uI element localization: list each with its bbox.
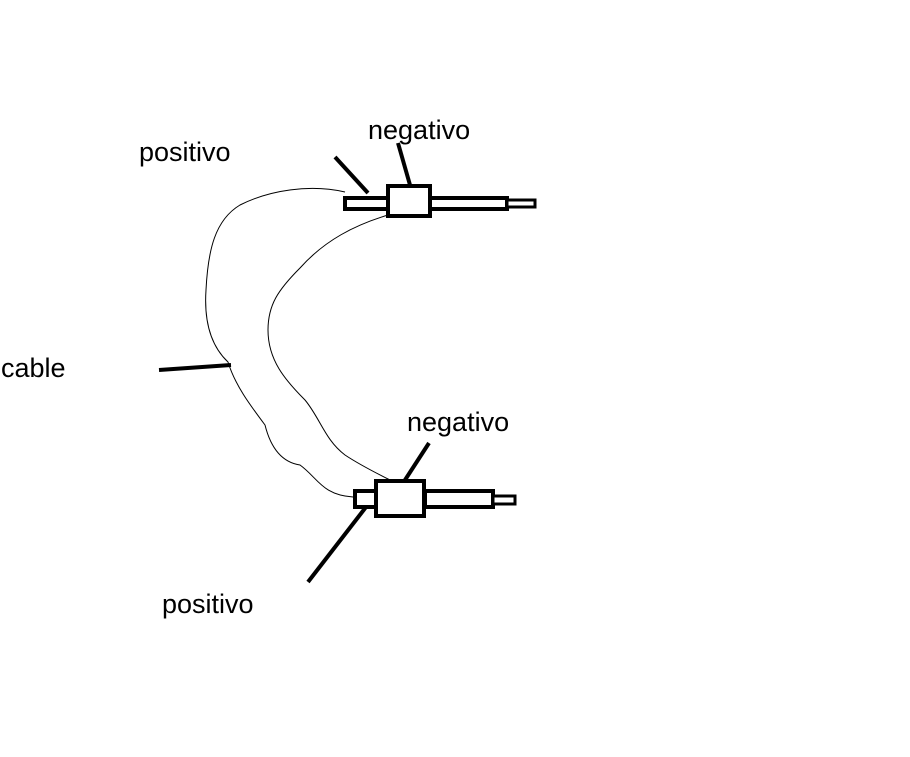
bottom-connector-tip	[491, 494, 517, 506]
top-connector-body	[386, 184, 432, 218]
top-connector-rear-tube	[343, 196, 390, 211]
bottom-negative-pointer	[403, 441, 431, 482]
label-bottom-positive: positivo	[162, 589, 254, 619]
top-positive-pointer	[333, 155, 370, 195]
cable-outer-edge	[205, 187, 354, 498]
top-connector	[343, 184, 537, 218]
bottom-connector-front-tube	[423, 489, 495, 509]
bottom-connector-rear-tube	[353, 489, 379, 509]
bottom-connector-body	[374, 479, 426, 518]
top-connector-front-tube	[428, 196, 509, 211]
label-bottom-negative: negativo	[407, 407, 509, 437]
cable-inner-edge	[267, 214, 391, 481]
label-top-positive: positivo	[139, 137, 231, 167]
top-negative-pointer	[396, 142, 412, 186]
top-connector-tip	[505, 198, 537, 209]
bottom-positive-pointer	[306, 505, 368, 584]
label-cable: cable	[1, 353, 66, 383]
label-top-negative: negativo	[368, 115, 470, 145]
bottom-connector	[353, 479, 517, 518]
cable-pointer	[158, 363, 232, 372]
